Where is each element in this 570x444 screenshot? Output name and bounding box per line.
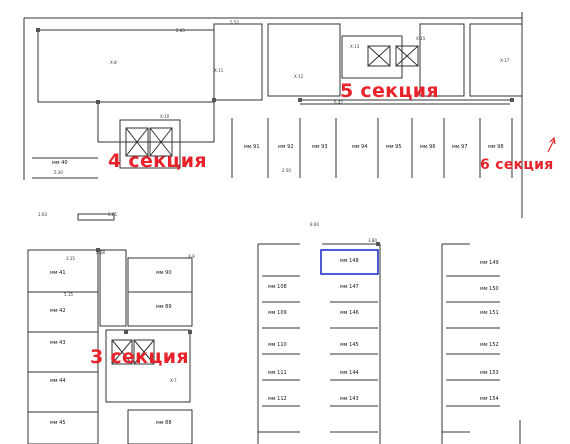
dimension: 3.15 bbox=[66, 256, 75, 261]
parking-space[interactable]: мм 94 bbox=[352, 144, 368, 150]
parking-space[interactable]: мм 97 bbox=[452, 144, 468, 150]
room-tag: Х-10 bbox=[160, 114, 170, 119]
parking-space-selected[interactable]: мм 148 bbox=[340, 258, 359, 264]
dimension: 6.42 bbox=[334, 100, 343, 105]
parking-space[interactable]: мм 143 bbox=[340, 396, 359, 402]
dimension: 5.30 bbox=[54, 170, 63, 175]
parking-space[interactable]: мм 98 bbox=[488, 144, 504, 150]
parking-space[interactable]: мм 149 bbox=[480, 260, 499, 266]
parking-space[interactable]: мм 146 bbox=[340, 310, 359, 316]
parking-space[interactable]: мм 89 bbox=[156, 304, 172, 310]
parking-space[interactable]: мм 91 bbox=[244, 144, 260, 150]
room-tag: Х-7 bbox=[170, 378, 177, 383]
selected-space-outline bbox=[320, 249, 379, 275]
parking-space[interactable]: мм 144 bbox=[340, 370, 359, 376]
dimension: 5.52 bbox=[230, 20, 239, 25]
parking-space[interactable]: мм 96 bbox=[420, 144, 436, 150]
parking-space[interactable]: мм 40 bbox=[52, 160, 68, 166]
dimension: 5.85 bbox=[108, 212, 117, 217]
dimension: 5.15 bbox=[64, 292, 73, 297]
parking-space[interactable]: мм 109 bbox=[268, 310, 287, 316]
parking-space[interactable]: мм 111 bbox=[268, 370, 287, 376]
parking-space[interactable]: мм 147 bbox=[340, 284, 359, 290]
parking-space[interactable]: мм 92 bbox=[278, 144, 294, 150]
dimension: 3.80 bbox=[368, 238, 377, 243]
parking-space[interactable]: мм 110 bbox=[268, 342, 287, 348]
room-tag: Х-15 bbox=[416, 36, 426, 41]
parking-space[interactable]: мм 90 bbox=[156, 270, 172, 276]
parking-space[interactable]: мм 44 bbox=[50, 378, 66, 384]
parking-space[interactable]: мм 154 bbox=[480, 396, 499, 402]
parking-space[interactable]: мм 150 bbox=[480, 286, 499, 292]
parking-space[interactable]: мм 151 bbox=[480, 310, 499, 316]
dimension: 8.60 bbox=[310, 222, 319, 227]
parking-space[interactable]: мм 153 bbox=[480, 370, 499, 376]
room-tag: Х-8 bbox=[110, 60, 117, 65]
section-5-label: 5 секция bbox=[340, 80, 439, 102]
parking-space[interactable]: мм 88 bbox=[156, 420, 172, 426]
room-tag: Х-13 bbox=[350, 44, 360, 49]
parking-space[interactable]: мм 95 bbox=[386, 144, 402, 150]
dimension: 2.50 bbox=[282, 168, 291, 173]
parking-space[interactable]: мм 45 bbox=[50, 420, 66, 426]
parking-space[interactable]: мм 152 bbox=[480, 342, 499, 348]
parking-space[interactable]: мм 42 bbox=[50, 308, 66, 314]
room-tag: Х-9 bbox=[188, 254, 195, 259]
parking-space[interactable]: мм 145 bbox=[340, 342, 359, 348]
parking-space[interactable]: мм 43 bbox=[50, 340, 66, 346]
section-6-label: 6 секция bbox=[480, 157, 554, 173]
room-tag: Х-11 bbox=[214, 68, 224, 73]
dimension: 2.28 bbox=[96, 250, 105, 255]
parking-space[interactable]: мм 93 bbox=[312, 144, 328, 150]
dimension: 1.63 bbox=[38, 212, 47, 217]
parking-space[interactable]: мм 41 bbox=[50, 270, 66, 276]
room-tag: Х-17 bbox=[500, 58, 510, 63]
dimension: 2.85 bbox=[176, 28, 185, 33]
section-3-label: 3 секция bbox=[90, 346, 189, 368]
parking-space[interactable]: мм 112 bbox=[268, 396, 287, 402]
parking-space[interactable]: мм 108 bbox=[268, 284, 287, 290]
section-4-label: 4 секция bbox=[108, 150, 207, 172]
room-tag: Х-12 bbox=[294, 74, 304, 79]
